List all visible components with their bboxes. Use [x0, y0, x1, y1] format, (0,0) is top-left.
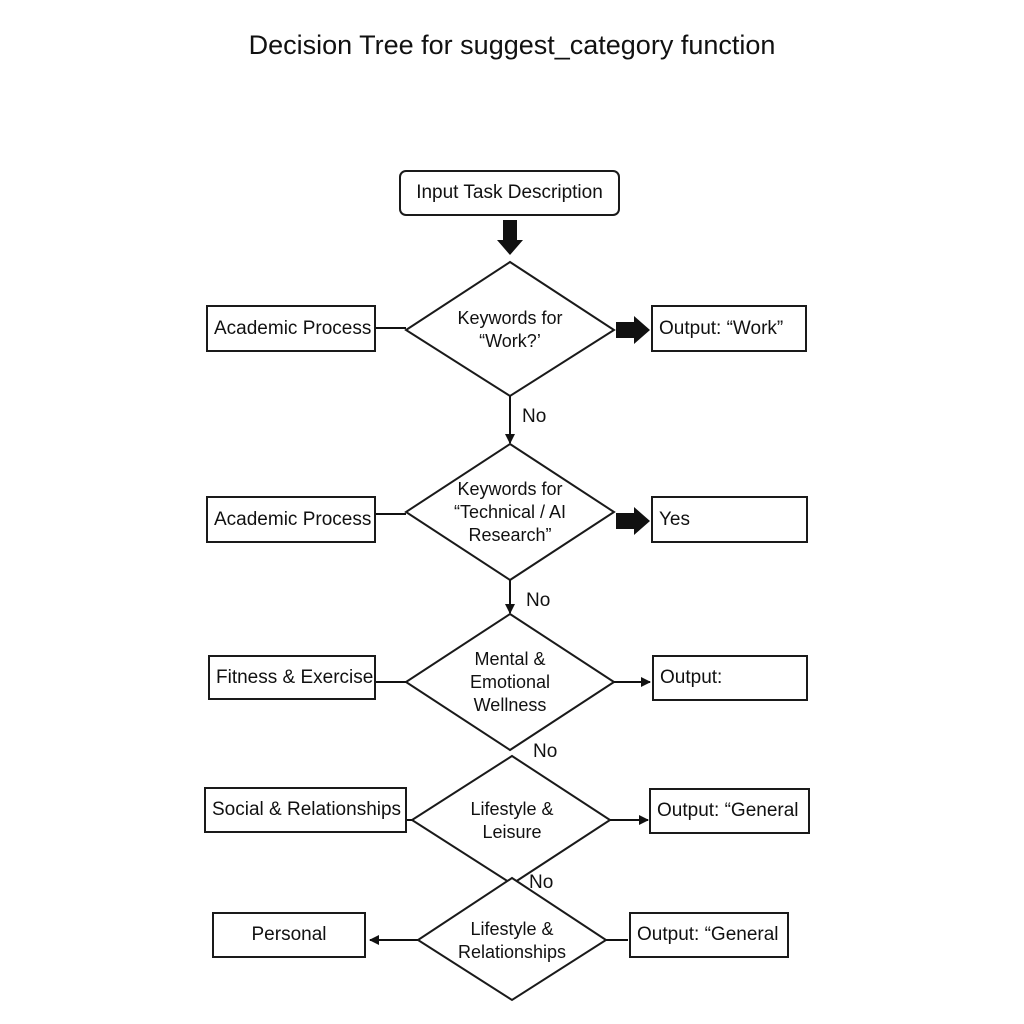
left-box-2: Academic Process	[206, 496, 376, 543]
right-box-4: Output: “General	[649, 788, 810, 834]
right-box-5: Output: “General	[629, 912, 789, 958]
start-node: Input Task Description	[399, 170, 620, 216]
decision-diamond-5	[416, 876, 608, 1002]
right-box-2: Yes	[651, 496, 808, 543]
no-label-2: No	[526, 590, 551, 611]
left-box-1: Academic Process	[206, 305, 376, 352]
no-label-1: No	[522, 406, 547, 427]
diagram-title: Decision Tree for suggest_category funct…	[248, 30, 776, 60]
left-box-4: Social & Relationships	[204, 787, 407, 833]
arrow-start-to-d1	[497, 220, 523, 255]
right-box-3: Output:	[652, 655, 808, 701]
decision-diamond-3	[404, 612, 616, 752]
decision-4-text: Lifestyle &Leisure	[470, 799, 554, 842]
no-label-4: No	[529, 872, 554, 893]
arrow-d2-to-yes	[616, 507, 650, 535]
decision-5-text: Lifestyle &Relationships	[457, 919, 567, 962]
left-box-5: Personal	[212, 912, 366, 958]
decision-1-text: Keywords for“Work?’	[457, 308, 563, 351]
arrow-d1-to-output	[616, 316, 650, 344]
left-box-3: Fitness & Exercise	[208, 655, 376, 700]
no-label-3: No	[533, 741, 558, 762]
right-box-1: Output: “Work”	[651, 305, 807, 352]
